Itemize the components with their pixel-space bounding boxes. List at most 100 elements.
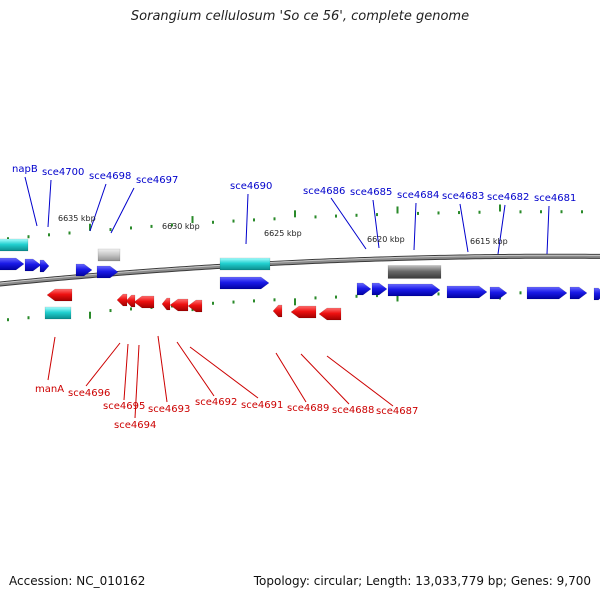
tick-mark-bottom [396,294,399,302]
scale-label: 6630 kbp [162,222,200,231]
scale-label: 6620 kbp [367,235,405,244]
tick-mark-bottom [109,309,112,313]
backbone-line [0,254,600,286]
gene-label-sce4687[interactable]: sce4687 [376,406,418,417]
tick-mark-top [68,231,71,235]
gene-label-sce4693[interactable]: sce4693 [148,404,190,415]
tick-mark-bottom [253,299,255,303]
scale-label: 6625 kbp [264,229,302,238]
reverse-gene-arrow [169,298,189,312]
forward-gene-arrow [24,258,42,272]
tick-mark-bottom [212,301,214,305]
rna-gene-block [219,257,271,271]
forward-gene-arrow [593,287,600,301]
reverse-gene-arrow [318,307,342,321]
leader-line-reverse [123,343,129,401]
genome-backbone [0,253,600,287]
reverse-gene-arrow [116,293,128,307]
tick-mark-top [314,215,317,219]
leader-line-forward [372,199,380,249]
genome-summary-text: Topology: circular; Length: 13,033,779 b… [253,574,591,588]
forward-gene-arrow [387,283,441,297]
tick-mark-bottom [89,311,91,319]
backbone-highlight [0,254,600,284]
forward-gene-arrow [96,265,119,279]
gene-label-sce4697[interactable]: sce4697 [136,175,178,186]
reverse-gene-arrow [272,304,283,318]
rna-gene-block [44,306,72,320]
tick-mark-top [335,214,337,218]
tick-mark-top [48,233,50,237]
accession-text: Accession: NC_010162 [9,574,146,588]
tick-mark-top [437,211,440,215]
tick-mark-top [376,213,378,217]
leader-line-reverse [47,336,56,381]
scale-label: 6635 kbp [58,214,96,223]
gene-label-sce4698[interactable]: sce4698 [89,171,131,182]
tick-mark-bottom [294,298,296,306]
tick-mark-top [560,210,563,214]
gene-label-sce4682[interactable]: sce4682 [487,192,529,203]
gene-label-sce4681[interactable]: sce4681 [534,193,576,204]
gene-label-sce4688[interactable]: sce4688 [332,405,374,416]
tick-mark-bottom [355,294,358,298]
gene-label-sce4694[interactable]: sce4694 [114,420,156,431]
tick-mark-top [212,220,214,224]
gene-label-sce4691[interactable]: sce4691 [241,400,283,411]
forward-gene-arrow [526,286,568,300]
tick-mark-top [355,213,358,217]
label-leader-lines [24,176,550,419]
gene-label-manA[interactable]: manA [35,384,64,395]
tick-mark-bottom [519,291,522,295]
reverse-gene-arrow [125,294,136,308]
forward-gene-arrow [75,263,93,277]
tick-mark-top [273,217,276,221]
leader-line-forward [24,176,38,227]
tick-mark-bottom [232,300,235,304]
tick-mark-top [294,210,296,218]
tick-mark-top [109,228,112,232]
rna-gene-block [0,238,29,252]
leader-line-reverse [85,342,121,387]
map-title: Sorangium cellulosum 'So ce 56', complet… [130,9,470,24]
forward-gene-arrow [356,282,372,296]
leader-line-reverse [189,346,259,399]
tick-mark-top [458,211,460,215]
tick-mark-top [150,224,153,228]
tick-mark-bottom [335,295,337,299]
leader-line-forward [546,205,550,255]
forward-gene-arrow [446,285,488,299]
tick-mark-top [191,216,194,224]
tick-mark-top [7,237,9,241]
leader-line-forward [413,202,417,251]
gene-label-sce4690[interactable]: sce4690 [230,181,272,192]
tick-mark-bottom [130,307,132,311]
forward-gene-arrow [219,276,270,290]
other-gene-block [387,265,442,279]
gene-label-napB[interactable]: napB [12,164,38,175]
gene-label-sce4692[interactable]: sce4692 [195,397,237,408]
leader-line-reverse [176,341,215,397]
gene-label-sce4695[interactable]: sce4695 [103,401,145,412]
leader-line-forward [110,187,135,234]
gene-label-sce4684[interactable]: sce4684 [397,190,439,201]
gene-label-sce4686[interactable]: sce4686 [303,186,345,197]
leader-line-forward [459,203,469,253]
scale-label: 6615 kbp [470,237,508,246]
other-gene-block [97,248,121,262]
leader-line-reverse [134,344,140,419]
reverse-gene-arrow [187,299,203,313]
gene-label-sce4685[interactable]: sce4685 [350,187,392,198]
tick-mark-top [89,223,91,231]
gene-label-sce4696[interactable]: sce4696 [68,388,110,399]
tick-mark-top [417,211,419,215]
leader-line-forward [330,197,367,250]
tick-mark-top [519,210,522,214]
tick-mark-top [478,210,481,214]
gene-label-sce4683[interactable]: sce4683 [442,191,484,202]
reverse-gene-arrow [46,288,73,302]
gene-label-sce4700[interactable]: sce4700 [42,167,84,178]
reverse-gene-arrow [133,295,155,309]
gene-label-sce4689[interactable]: sce4689 [287,403,329,414]
